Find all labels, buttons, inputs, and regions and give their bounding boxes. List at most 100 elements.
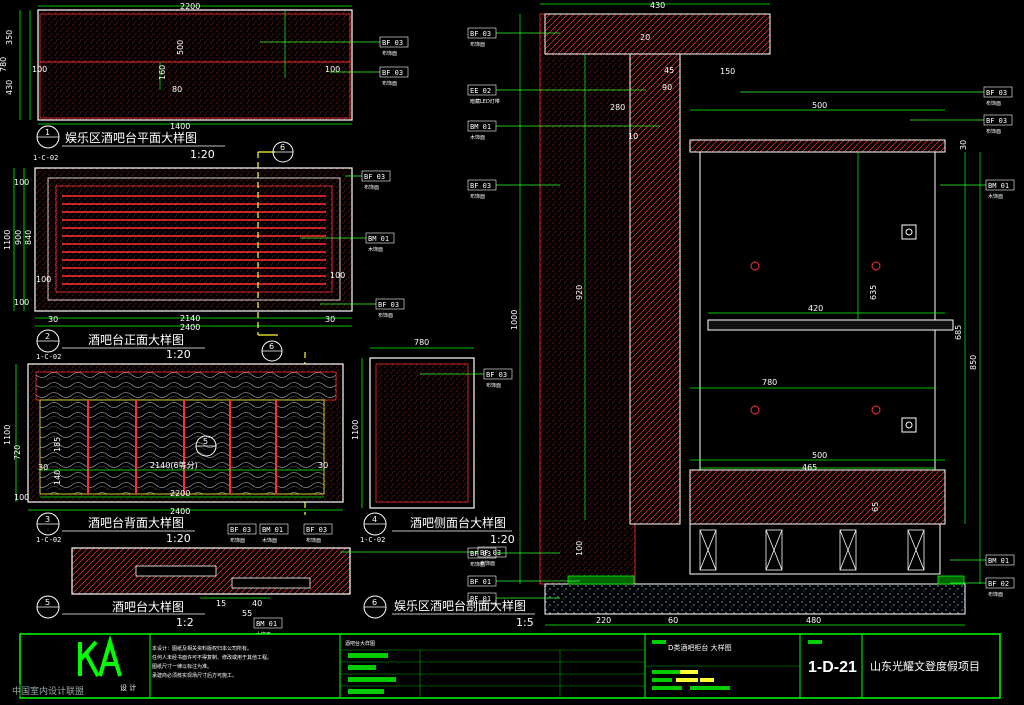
- v2-dim-100d: 100: [14, 298, 29, 307]
- v5-view-number: 5: [45, 598, 50, 607]
- tag-note: 木饰面: [988, 193, 1003, 200]
- v3-dim-30a: 30: [38, 463, 48, 472]
- v1-dim-500: 500: [176, 40, 185, 55]
- v6-dim-30: 30: [959, 140, 968, 150]
- v3-dim-185: 185: [53, 437, 62, 452]
- section-marker-5-label: 5: [203, 437, 208, 446]
- tag-v1-bf03-b: BF 03 布饰面: [330, 66, 409, 87]
- v4-title: 酒吧侧面台大样图: [410, 515, 506, 530]
- v6-vertical-post: [629, 53, 681, 525]
- tag-v6-bf03-right-a: BF 03 布饰面: [740, 86, 1013, 107]
- v3-sheet-ref: 1-C-02: [36, 536, 61, 544]
- tb-fill-marks: [348, 640, 822, 694]
- tag-v4-bf03: BF 03 布饰面: [420, 368, 513, 389]
- tb-project-name: 山东光耀文登度假项目: [870, 659, 980, 673]
- view-3-back: 2140(6等分) 2200 2400 1100 720 30 30 185 1…: [3, 363, 344, 545]
- v5-scale: 1:2: [176, 616, 194, 629]
- v2-view-number: 2: [45, 332, 50, 341]
- v6-base-frame: [689, 523, 941, 575]
- v6-fixings: [750, 261, 881, 415]
- v1-dim-350: 350: [5, 30, 14, 45]
- tag-v6-ee02: EE 02 暗藏LED灯带: [467, 84, 646, 105]
- v1-dim-100a: 100: [32, 65, 47, 74]
- v3-dim-100: 100: [14, 493, 29, 502]
- tag-v6-bf03-top: BF 03 布饰面: [467, 27, 560, 48]
- v2-dim-30b: 30: [325, 315, 335, 324]
- v1-dim-1400: 1400: [170, 122, 190, 131]
- tag-v3-bf03-b: BF 03 布饰面: [303, 523, 333, 544]
- tag-label: BF 03: [470, 30, 491, 38]
- v2-dim-2140: 2140: [180, 314, 200, 323]
- v3-dim-2140: 2140(6等分): [150, 460, 198, 470]
- v1-dim-160-label: 160: [158, 65, 167, 80]
- v5-title: 酒吧台大样图: [112, 599, 184, 614]
- v3-view-number: 3: [45, 515, 50, 524]
- tag-v1-bf03: BF 03 布饰面: [260, 36, 409, 57]
- material-tags: BF 03 布饰面 BF 03 布饰面 BF 03 布饰面 BM 01 木饰面 …: [227, 27, 1015, 638]
- v6-dimension-lines: [519, 3, 981, 626]
- tag-v6-bf01-left: BF 01: [467, 575, 580, 587]
- v1-dim-430: 430: [5, 80, 14, 95]
- v6-dim-480: 480: [806, 616, 821, 625]
- tb-fill-marks-yellow: [676, 670, 714, 682]
- tag-label: BF 03: [382, 39, 403, 47]
- tag-note: 布饰面: [378, 312, 393, 319]
- v3-scale: 1:20: [166, 532, 191, 545]
- v1-dim-80: 80: [172, 85, 182, 94]
- v2-sheet-ref: 1-C-02: [36, 353, 61, 361]
- v4-sheet-ref: 1-C-02: [360, 536, 385, 544]
- tag-note: 布饰面: [486, 382, 501, 389]
- tag-v6-bm01-left: BM 01 木饰面: [467, 120, 660, 141]
- tag-note: 布饰面: [988, 591, 1003, 598]
- tag-label: BF 02: [988, 580, 1009, 588]
- v6-dim-220: 220: [596, 616, 611, 625]
- section-marker-6-top-label: 6: [280, 143, 285, 152]
- tb-notes-header: 酒吧台大样图: [345, 640, 375, 647]
- v6-dim-45: 45: [664, 66, 674, 75]
- v6-view-number: 6: [372, 598, 377, 607]
- v2-outline: [34, 167, 353, 312]
- logo-sub: 设 计: [120, 683, 136, 692]
- tag-label: BM 01: [256, 620, 277, 628]
- tag-note: 布饰面: [986, 128, 1001, 135]
- view-5-detail: 15 40 55 5 酒吧台大样图 1:2: [36, 547, 351, 629]
- company-logo: 设 计: [78, 634, 136, 692]
- view-4-side: 780 1100 4 1-C-02 酒吧侧面台大样图 1:20: [351, 338, 515, 546]
- v3-vertical-dividers: [87, 400, 277, 494]
- v6-wall-left: [539, 13, 636, 585]
- v3-title: 酒吧台背面大样图: [88, 515, 184, 530]
- v2-dim-900: 900: [14, 230, 23, 245]
- tag-note: 布饰面: [470, 41, 485, 48]
- tb-drawing-number: 1-D-21: [808, 659, 857, 676]
- v6-dim-65: 65: [871, 502, 880, 512]
- v1-title: 娱乐区酒吧台平面大样图: [65, 130, 197, 145]
- v3-dim-30b: 30: [318, 461, 328, 470]
- tag-v6-bm01-right-low: BM 01: [950, 554, 1015, 566]
- tag-label: BF 03: [986, 117, 1007, 125]
- tag-v2-bm01: BM 01 木饰面: [300, 232, 395, 253]
- v6-dim-500a: 500: [812, 101, 827, 110]
- tag-label: BF 03: [470, 182, 491, 190]
- v6-dim-430: 430: [650, 1, 665, 10]
- tag-v6-bf03-right-b: BF 03 布饰面: [910, 114, 1013, 135]
- v1-dim-2200: 2200: [180, 2, 200, 11]
- section-marker-6-mid-label: 6: [269, 342, 274, 351]
- tag-v6-bf03-low: BF 03 布饰面: [467, 547, 560, 568]
- v6-floor-finish: [567, 575, 635, 585]
- tb-note-3: 图纸尺寸一律以标注为准。: [152, 663, 212, 670]
- tag-label: BF 01: [470, 578, 491, 586]
- v6-dim-10: 10: [628, 132, 638, 141]
- v2-panel-outer: [47, 177, 341, 301]
- v2-title: 酒吧台正面大样图: [88, 332, 184, 347]
- v1-dim-100b: 100: [325, 65, 340, 74]
- v4-outline: [369, 357, 475, 509]
- view-6-section: 430 1000 920 500 420 780 500 465 635 685…: [510, 1, 981, 626]
- v1-dim-780: 780: [0, 57, 8, 72]
- tag-v2-bf03: BF 03 布饰面: [345, 170, 391, 191]
- tag-label: EE 02: [470, 87, 491, 95]
- tag-v6-bf01-left-b: BF 01: [467, 592, 560, 604]
- v6-floor-slab: [544, 583, 966, 615]
- v3-dim-1100: 1100: [3, 425, 12, 445]
- v6-cabinet: [699, 151, 936, 523]
- tag-label: BF 03: [364, 173, 385, 181]
